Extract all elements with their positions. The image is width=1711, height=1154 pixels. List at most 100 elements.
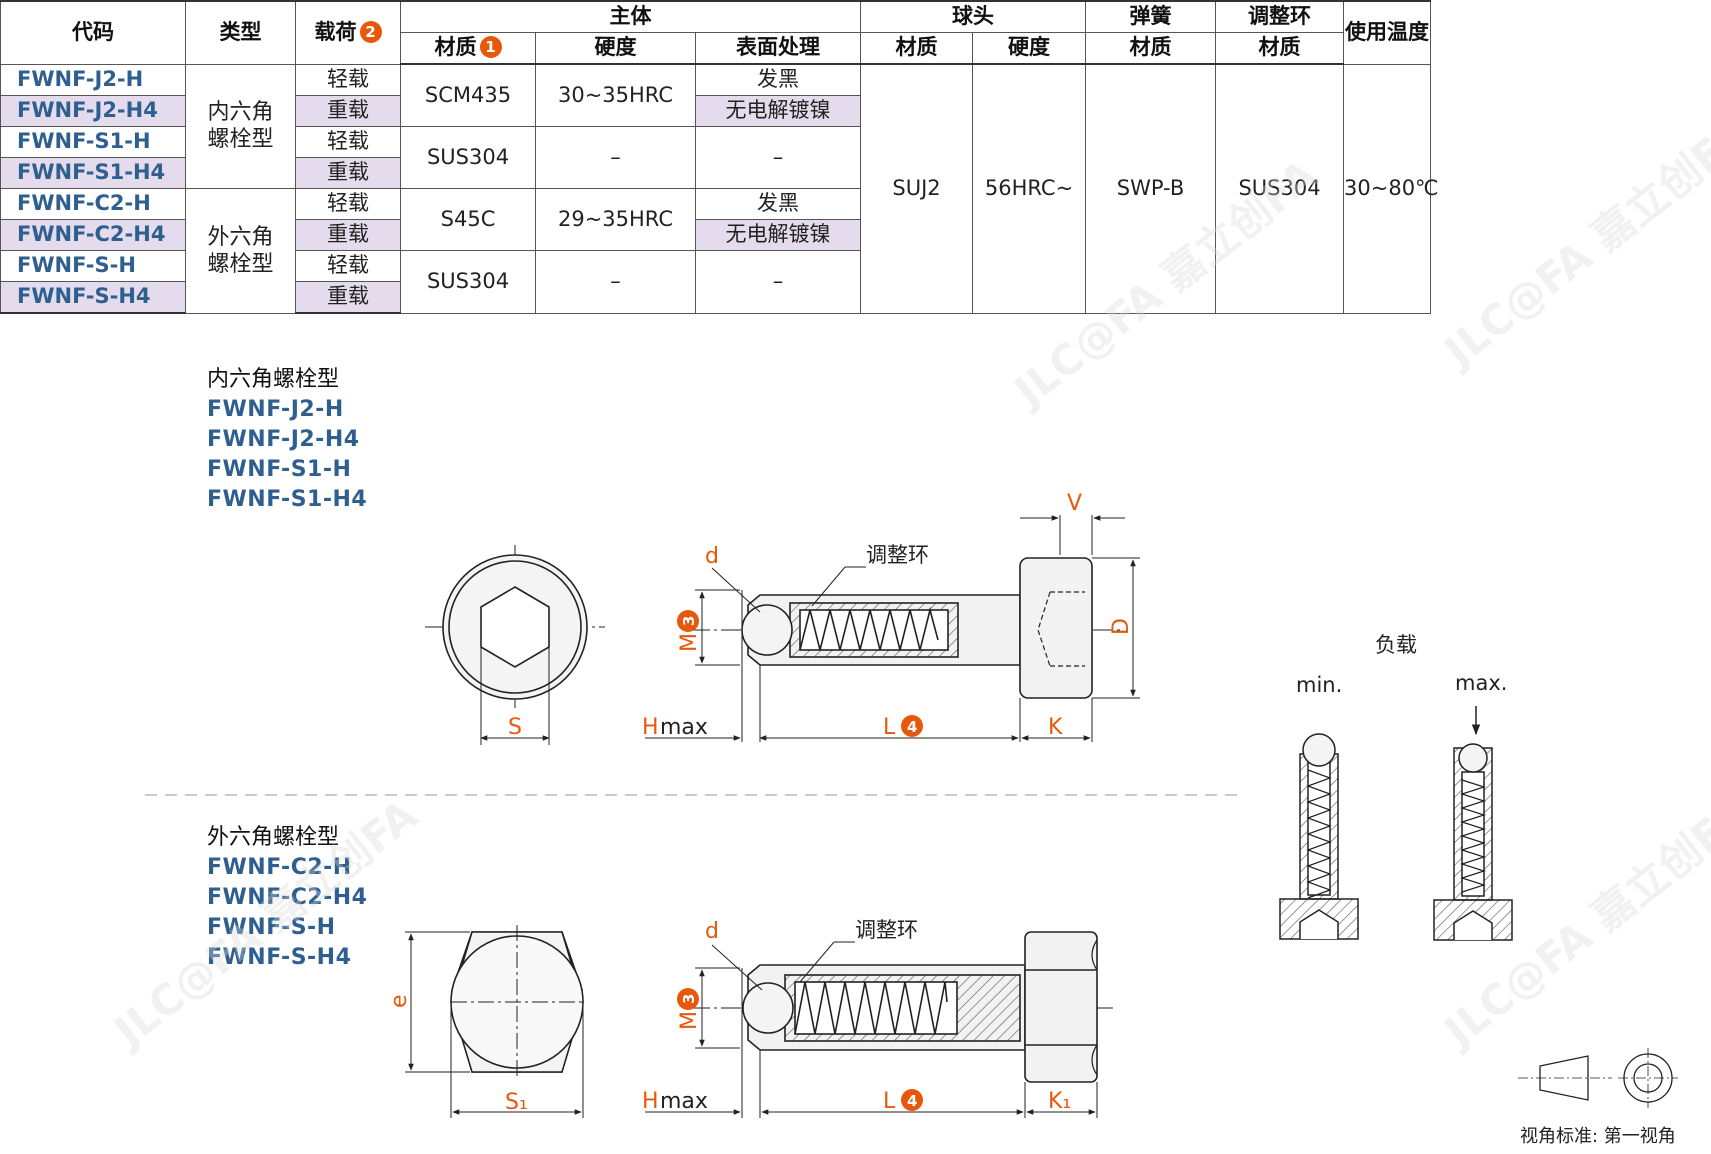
hex-head-label-block: 外六角螺栓型 FWNF-C2-H FWNF-C2-H4 FWNF-S-H FWN…: [207, 823, 368, 973]
load-cell: 轻载: [295, 188, 401, 220]
header-ball-hardness: 硬度: [972, 32, 1087, 65]
hex-socket-code: FWNF-J2-H: [207, 397, 344, 422]
body-surface-cell: 无电解镀镍: [694, 95, 862, 127]
dim-L: L: [883, 715, 896, 740]
hex-end-view: [405, 925, 584, 1118]
body-surface-cell: 无电解镀镍: [694, 219, 862, 251]
dim-L: L: [883, 1089, 896, 1114]
ring-label: 调整环: [855, 918, 918, 942]
header-ball: 球头: [860, 0, 1087, 33]
load-max-figure: [1433, 706, 1513, 941]
projection-label: 视角标准: 第一视角: [1520, 1126, 1676, 1147]
badge-3: [677, 988, 699, 1010]
socket-end-view: [425, 545, 605, 745]
ring-label: 调整环: [866, 543, 929, 567]
type-hex-head: 外六角 螺栓型: [185, 188, 296, 314]
hex-head-title: 外六角螺栓型: [207, 825, 340, 850]
dim-M-group: M 3: [677, 610, 702, 652]
dim-M-group: M 3: [677, 988, 702, 1030]
body-surface-cell: 发黑: [694, 188, 862, 220]
badge-3: [677, 610, 699, 632]
header-body-hardness: 硬度: [535, 32, 696, 65]
hex-socket-code: FWNF-J2-H4: [207, 427, 360, 452]
body-hardness-cell: –: [535, 126, 696, 189]
dim-M: M: [677, 1011, 702, 1030]
header-ring-material: 材质: [1215, 32, 1345, 65]
dim-K: K: [1048, 715, 1063, 740]
dim-d: d: [705, 919, 719, 944]
header-ring: 调整环: [1215, 0, 1345, 33]
load-cell: 重载: [295, 219, 401, 251]
dim-H: H: [642, 1089, 659, 1114]
hex-socket-code: FWNF-S1-H: [207, 457, 352, 482]
code-cell: FWNF-S1-H: [0, 126, 186, 158]
type-hex-socket: 内六角 螺栓型: [185, 63, 296, 189]
ball-material-cell: SUJ2: [860, 63, 974, 314]
body-material-cell: SUS304: [400, 126, 536, 189]
ball-hardness-cell: 56HRC~: [972, 63, 1087, 314]
header-ball-material: 材质: [860, 32, 974, 65]
load-cell: 轻载: [295, 126, 401, 158]
header-spring-material: 材质: [1085, 32, 1217, 65]
ring-material-cell: SUS304: [1215, 63, 1345, 314]
hex-head-code: FWNF-C2-H4: [207, 885, 368, 910]
dim-V: V: [1067, 491, 1082, 516]
code-cell: FWNF-S1-H4: [0, 157, 186, 189]
badge-1: 1: [479, 36, 502, 59]
load-cell: 轻载: [295, 250, 401, 282]
dim-M-badge: 3: [680, 616, 698, 626]
dim-max: max: [660, 1089, 708, 1114]
dim-e: e: [387, 994, 412, 1008]
badge-4: [901, 1089, 923, 1111]
dim-D: D: [1109, 618, 1134, 635]
dim-L-badge: 4: [907, 718, 917, 736]
badge-4: [901, 715, 923, 737]
load-cell: 轻载: [295, 63, 401, 96]
body-material-cell: SUS304: [400, 250, 536, 314]
body-surface-cell: –: [694, 250, 862, 314]
body-hardness-cell: –: [535, 250, 696, 314]
hex-head-code: FWNF-S-H: [207, 915, 336, 940]
hex-side-view: [645, 931, 1115, 1118]
header-body-surface: 表面处理: [694, 32, 862, 65]
hex-socket-title: 内六角螺栓型: [207, 367, 340, 392]
code-cell: FWNF-S-H: [0, 250, 186, 282]
dim-M: M: [677, 633, 702, 652]
dim-S: S: [508, 715, 522, 740]
code-cell: FWNF-C2-H4: [0, 219, 186, 251]
hex-socket-code: FWNF-S1-H4: [207, 487, 368, 512]
badge-2: 2: [359, 21, 382, 44]
load-cell: 重载: [295, 157, 401, 189]
body-hardness-cell: 30~35HRC: [535, 63, 696, 127]
projection-symbol: [1518, 1048, 1678, 1108]
code-cell: FWNF-S-H4: [0, 281, 186, 314]
dim-max: max: [660, 715, 708, 740]
header-body: 主体: [399, 0, 862, 33]
temperature-cell: 30~80℃: [1343, 63, 1439, 314]
load-max-label: max.: [1455, 671, 1507, 695]
load-title: 负载: [1375, 633, 1417, 657]
hex-head-code: FWNF-S-H4: [207, 945, 352, 970]
hex-socket-label-block: 内六角螺栓型 FWNF-J2-H FWNF-J2-H4 FWNF-S1-H FW…: [207, 365, 367, 515]
code-cell: FWNF-J2-H: [0, 63, 186, 96]
socket-side-view: [645, 515, 1140, 742]
hex-head-code: FWNF-C2-H: [207, 855, 352, 880]
dim-K1: K₁: [1048, 1089, 1071, 1114]
load-min-figure: [1279, 733, 1359, 940]
dim-S1: S₁: [505, 1090, 528, 1115]
dim-H: H: [642, 715, 659, 740]
header-code: 代码: [0, 0, 186, 65]
dim-L-badge: 4: [907, 1092, 917, 1110]
body-material-cell: SCM435: [400, 63, 536, 127]
load-cell: 重载: [295, 281, 401, 314]
load-cell: 重载: [295, 95, 401, 127]
spring-material-cell: SWP-B: [1085, 63, 1217, 314]
dim-d: d: [705, 544, 719, 569]
load-min-label: min.: [1296, 673, 1342, 697]
header-temp: 使用温度: [1343, 0, 1432, 65]
dim-M-badge: 3: [680, 994, 698, 1004]
